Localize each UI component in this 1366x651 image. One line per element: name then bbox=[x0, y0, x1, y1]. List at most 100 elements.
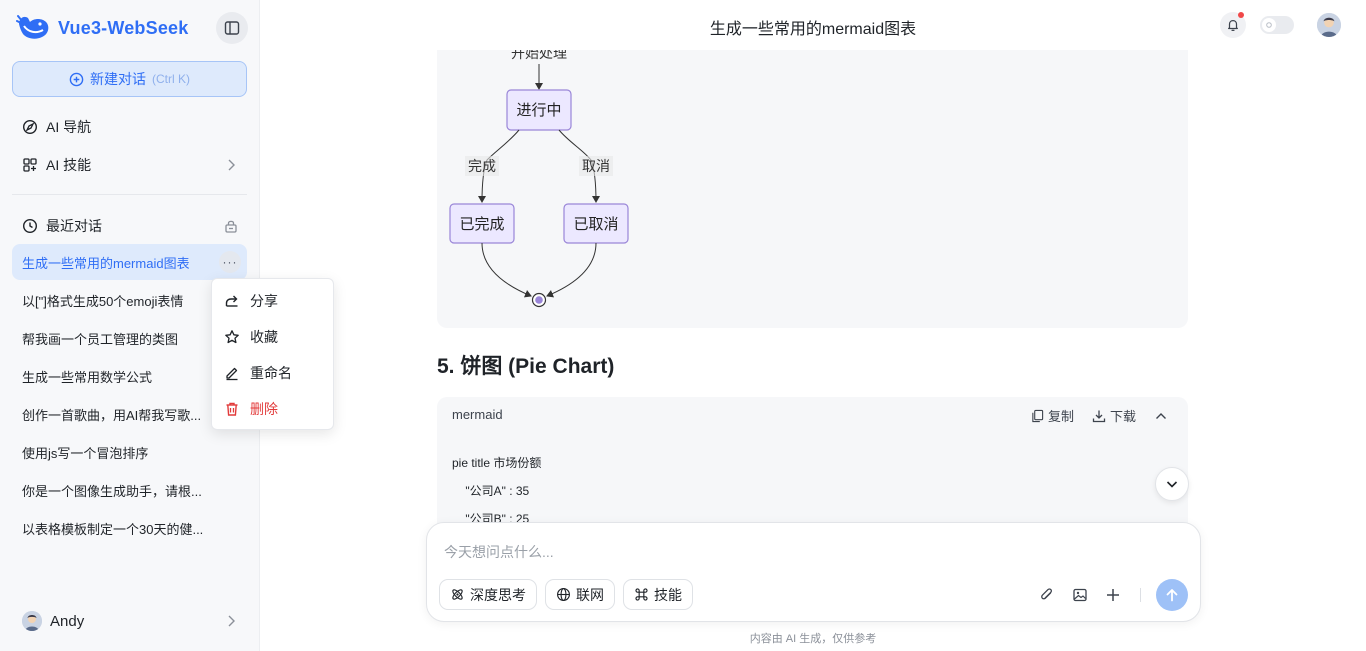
notifications-button[interactable] bbox=[1220, 12, 1246, 38]
nav-ai-navigation-label: AI 导航 bbox=[46, 119, 92, 135]
sun-icon bbox=[1262, 18, 1276, 32]
menu-item-delete-label: 删除 bbox=[250, 401, 278, 417]
code-language: mermaid bbox=[452, 407, 503, 422]
sidebar-toggle-icon bbox=[224, 21, 240, 35]
conversation-item[interactable]: 以表格模板制定一个30天的健... bbox=[12, 510, 247, 546]
code-block: mermaid 复制 下载 pie bbox=[437, 397, 1188, 537]
plus-icon bbox=[1107, 589, 1119, 601]
download-icon bbox=[1092, 410, 1106, 422]
page-title: 生成一些常用的mermaid图表 bbox=[709, 21, 917, 38]
globe-icon bbox=[557, 588, 570, 601]
user-profile-row[interactable]: Andy bbox=[12, 606, 247, 636]
skills-toggle[interactable]: 技能 bbox=[623, 579, 693, 610]
trash-icon bbox=[226, 402, 238, 416]
cleanup-icon[interactable] bbox=[223, 218, 239, 234]
menu-item-delete[interactable]: 删除 bbox=[212, 391, 333, 427]
upload-image-button[interactable] bbox=[1070, 585, 1090, 605]
send-button[interactable] bbox=[1156, 579, 1188, 611]
apps-icon bbox=[23, 158, 37, 172]
edge-label-bg-done bbox=[465, 156, 499, 176]
conversation-title: 创作一首歌曲，用AI帮我写歌... bbox=[22, 407, 202, 423]
conversation-title: 以["]格式生成50个emoji表情 bbox=[22, 293, 184, 309]
nav-ai-skills-label: AI 技能 bbox=[46, 157, 92, 173]
conversation-title: 生成一些常用数学公式 bbox=[22, 369, 153, 385]
state-diagram-svg: 开始处理 进行中 完成 取消 已完成 已取消 bbox=[449, 50, 629, 308]
conversation-item[interactable]: 你是一个图像生成助手，请根... bbox=[12, 472, 247, 508]
conversation-item[interactable]: 创作一首歌曲，用AI帮我写歌... bbox=[12, 396, 247, 432]
conversation-title: 生成一些常用的mermaid图表 bbox=[22, 255, 190, 271]
brand[interactable]: Vue3-WebSeek bbox=[16, 12, 188, 44]
arrow-up-icon bbox=[1166, 589, 1178, 602]
bell-icon bbox=[1228, 20, 1238, 32]
ai-disclaimer: 内容由 AI 生成，仅供参考 bbox=[749, 633, 877, 645]
attach-file-button[interactable] bbox=[1037, 585, 1057, 605]
download-code-label: 下载 bbox=[1109, 409, 1136, 424]
collapse-code-button[interactable] bbox=[1154, 409, 1168, 423]
conversation-item[interactable]: 帮我画一个员工管理的类图 bbox=[12, 320, 247, 356]
edge-label-done: 完成 bbox=[468, 158, 496, 174]
menu-item-rename-label: 重命名 bbox=[250, 365, 292, 381]
edge-cancel-end bbox=[546, 242, 597, 298]
more-tools-button[interactable] bbox=[1103, 585, 1123, 605]
paperclip-icon bbox=[1041, 588, 1052, 600]
chat-composer[interactable]: 今天想问点什么... 深度思考 联网 技能 bbox=[426, 522, 1201, 622]
message-input[interactable]: 今天想问点什么... bbox=[444, 544, 554, 560]
copy-code-label: 复制 bbox=[1047, 409, 1074, 424]
state-label-cancel: 已取消 bbox=[573, 216, 618, 233]
sidebar-divider bbox=[12, 194, 247, 195]
app-name: Vue3-WebSeek bbox=[58, 17, 189, 38]
mermaid-state-diagram: 开始处理 进行中 完成 取消 已完成 已取消 bbox=[437, 50, 1188, 328]
web-search-toggle[interactable]: 联网 bbox=[545, 579, 615, 610]
notification-dot bbox=[1238, 12, 1244, 18]
whale-logo-icon bbox=[16, 15, 49, 39]
nav-ai-navigation[interactable]: AI 导航 bbox=[12, 109, 247, 145]
edge-done-end bbox=[481, 242, 532, 298]
header-avatar[interactable] bbox=[1317, 13, 1341, 37]
menu-item-share[interactable]: 分享 bbox=[212, 283, 333, 319]
menu-item-share-label: 分享 bbox=[250, 293, 278, 309]
copy-code-button[interactable]: 复制 bbox=[1031, 406, 1074, 425]
scroll-to-bottom-button[interactable] bbox=[1155, 467, 1189, 501]
code-actions: 复制 下载 bbox=[1031, 406, 1168, 425]
toolbar-divider bbox=[1140, 588, 1141, 602]
chevron-right-icon bbox=[228, 159, 235, 171]
web-search-label: 联网 bbox=[576, 586, 604, 603]
conversation-item[interactable]: 以["]格式生成50个emoji表情 bbox=[12, 282, 247, 318]
menu-item-favorite-label: 收藏 bbox=[250, 329, 278, 345]
copy-icon bbox=[1032, 409, 1044, 422]
image-icon bbox=[1073, 588, 1087, 602]
user-avatar-icon bbox=[1317, 13, 1341, 37]
code-line: "公司A" : 35 bbox=[452, 484, 530, 498]
share-icon bbox=[225, 295, 238, 307]
star-icon bbox=[225, 330, 239, 344]
download-code-button[interactable]: 下载 bbox=[1092, 406, 1136, 425]
edge-label-cancel: 取消 bbox=[582, 158, 610, 174]
new-chat-button[interactable]: 新建对话 (Ctrl K) bbox=[12, 61, 247, 97]
end-node-inner bbox=[535, 296, 543, 304]
code-block-header: mermaid 复制 下载 bbox=[437, 397, 1188, 433]
deep-think-label: 深度思考 bbox=[470, 586, 526, 603]
pencil-icon bbox=[226, 367, 238, 381]
nav-ai-skills[interactable]: AI 技能 bbox=[12, 147, 247, 183]
user-avatar-icon bbox=[22, 611, 42, 631]
conversation-item[interactable]: 生成一些常用数学公式 bbox=[12, 358, 247, 394]
more-options-icon[interactable]: ··· bbox=[219, 251, 241, 273]
menu-item-rename[interactable]: 重命名 bbox=[212, 355, 333, 391]
conversation-title: 帮我画一个员工管理的类图 bbox=[22, 331, 179, 347]
top-bar: 生成一些常用的mermaid图表 bbox=[260, 0, 1366, 50]
new-chat-label: 新建对话 bbox=[90, 71, 146, 87]
menu-item-favorite[interactable]: 收藏 bbox=[212, 319, 333, 355]
deep-think-toggle[interactable]: 深度思考 bbox=[439, 579, 537, 610]
theme-toggle[interactable] bbox=[1260, 16, 1294, 34]
compass-icon bbox=[22, 119, 38, 135]
recent-conversations-header: 最近对话 bbox=[12, 212, 247, 240]
conversation-item-active[interactable]: 生成一些常用的mermaid图表 ··· bbox=[12, 244, 247, 280]
conversation-title: 使用js写一个冒泡排序 bbox=[22, 445, 149, 461]
collapse-sidebar-button[interactable] bbox=[216, 12, 248, 44]
conversation-context-menu: 分享 收藏 重命名 删除 bbox=[211, 278, 334, 430]
chevron-up-icon bbox=[1156, 412, 1166, 419]
state-label-in-progress: 进行中 bbox=[516, 102, 561, 119]
conversation-item[interactable]: 使用js写一个冒泡排序 bbox=[12, 434, 247, 470]
user-avatar bbox=[22, 611, 42, 631]
conversation-title: 你是一个图像生成助手，请根... bbox=[22, 483, 202, 499]
